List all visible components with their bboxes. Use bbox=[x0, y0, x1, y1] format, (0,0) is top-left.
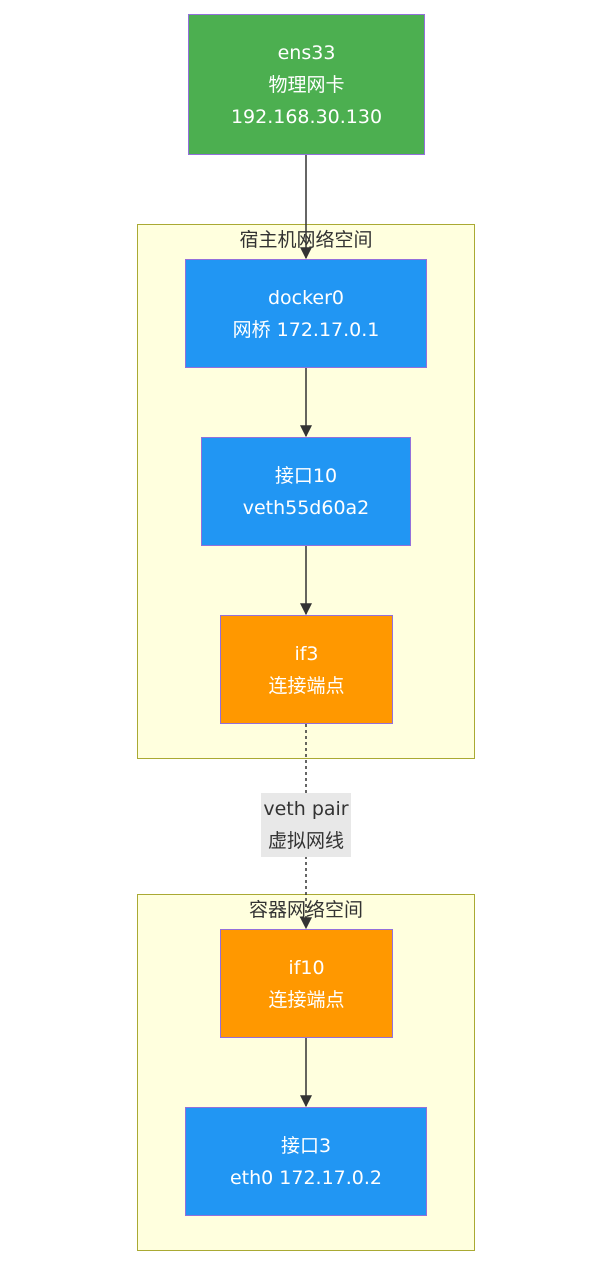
node-veth-host: 接口10 veth55d60a2 bbox=[201, 437, 411, 546]
veth-pair-label-line2: 虚拟网线 bbox=[267, 830, 344, 852]
if10-detail: 连接端点 bbox=[268, 988, 345, 1011]
if3-detail: 连接端点 bbox=[268, 674, 345, 697]
veth-pair-label: veth pair 虚拟网线 bbox=[261, 793, 351, 857]
ens33-name: ens33 bbox=[277, 41, 336, 64]
node-ens33: ens33 物理网卡 192.168.30.130 bbox=[188, 14, 425, 155]
ens33-type: 物理网卡 bbox=[268, 73, 345, 96]
node-if10: if10 连接端点 bbox=[220, 929, 393, 1038]
docker0-detail: 网桥 172.17.0.1 bbox=[232, 318, 380, 341]
veth-pair-label-line1: veth pair bbox=[263, 798, 349, 820]
eth0-interface: 接口3 bbox=[280, 1134, 332, 1157]
if10-name: if10 bbox=[288, 956, 325, 979]
veth-host-name: veth55d60a2 bbox=[242, 496, 370, 519]
veth-host-interface: 接口10 bbox=[274, 464, 338, 487]
eth0-detail: eth0 172.17.0.2 bbox=[229, 1166, 383, 1189]
ens33-ip: 192.168.30.130 bbox=[230, 105, 383, 128]
node-if3: if3 连接端点 bbox=[220, 615, 393, 724]
if3-name: if3 bbox=[294, 642, 319, 665]
docker0-name: docker0 bbox=[267, 286, 345, 309]
node-docker0: docker0 网桥 172.17.0.1 bbox=[185, 259, 427, 368]
node-eth0: 接口3 eth0 172.17.0.2 bbox=[185, 1107, 427, 1216]
